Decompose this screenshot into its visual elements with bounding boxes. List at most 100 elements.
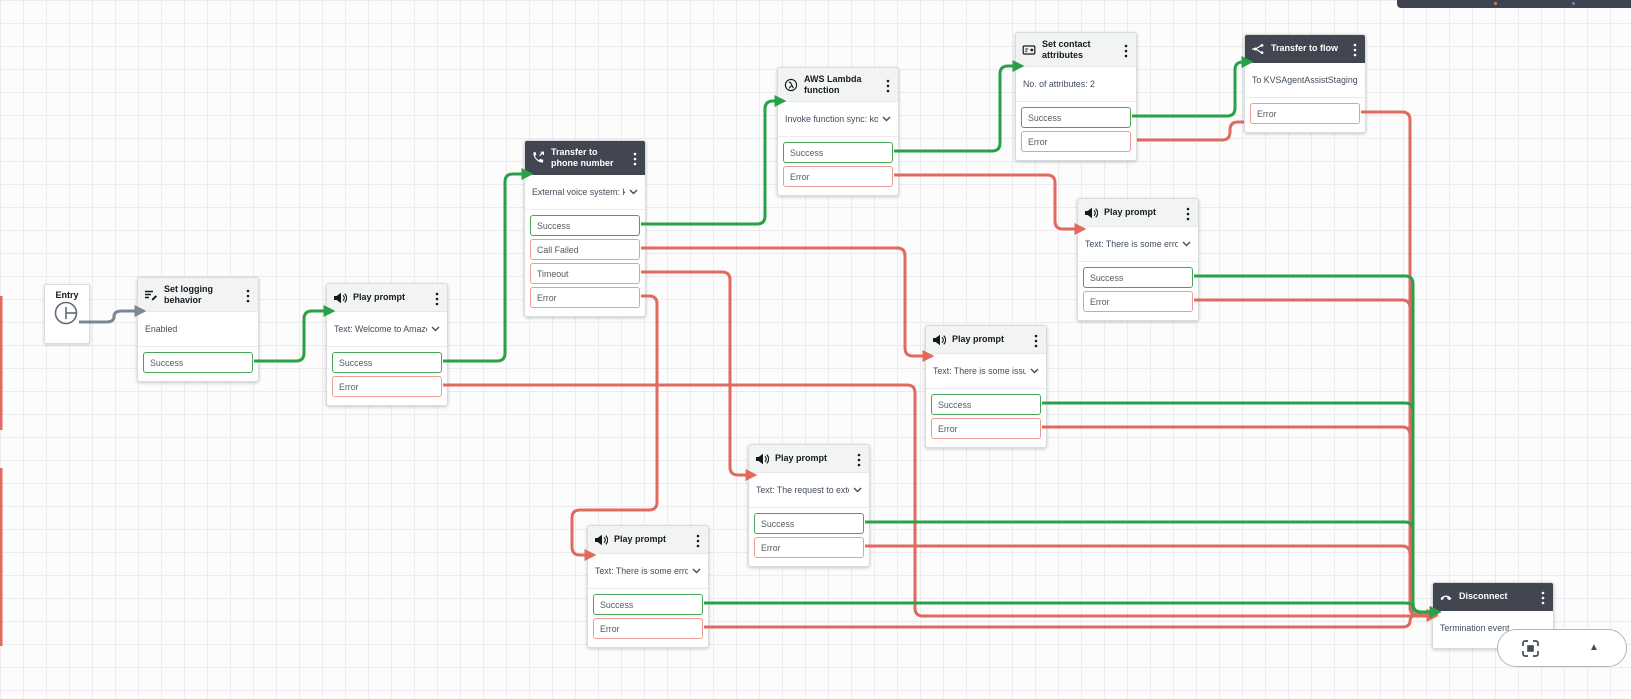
port-error[interactable]: Error bbox=[931, 418, 1041, 439]
entry-label: Entry bbox=[55, 290, 79, 300]
connector-play-prompt-error2-error-to-disconnect bbox=[704, 609, 1439, 629]
port-success[interactable]: Success bbox=[593, 594, 703, 615]
port-label: Success bbox=[537, 220, 571, 231]
node-title: Set contact attributes bbox=[1042, 39, 1091, 60]
connector-lambda-success-to-set-attributes bbox=[894, 60, 1025, 153]
node-summary-text: To KVSAgentAssistStaging bbox=[1245, 63, 1365, 97]
port-success[interactable]: Success bbox=[143, 352, 253, 373]
connector-play-prompt-error2-success-to-disconnect bbox=[704, 601, 1442, 618]
node-title: Play prompt bbox=[353, 292, 406, 303]
node-title: AWS Lambda function bbox=[804, 74, 862, 95]
connector-transfer-phone-error-to-play-prompt-error2 bbox=[570, 294, 659, 561]
connector-set-attributes-error-link bbox=[1132, 120, 1248, 142]
connector-transfer-flow-error-to-disconnect bbox=[1361, 110, 1439, 621]
kebab-menu-icon[interactable] bbox=[855, 452, 863, 466]
node-transfer-to-flow[interactable]: Transfer to flow To KVSAgentAssistStaging… bbox=[1244, 34, 1366, 133]
kebab-menu-icon[interactable] bbox=[631, 151, 639, 165]
port-success[interactable]: Success bbox=[1021, 107, 1131, 128]
prompt-dropdown[interactable]: Text: There is some issue... bbox=[926, 354, 1046, 388]
collapse-controls-button[interactable]: ▲ bbox=[1572, 631, 1616, 665]
row-text: Text: There is some error... bbox=[595, 566, 688, 576]
triangle-up-icon: ▲ bbox=[1589, 642, 1599, 653]
lambda-icon bbox=[784, 78, 798, 92]
port-label: Success bbox=[790, 147, 824, 158]
connector-play-prompt-error1-error-to-disconnect bbox=[1194, 298, 1439, 621]
port-error[interactable]: Error bbox=[593, 618, 703, 639]
connector-transfer-phone-callfailed-to-play-prompt-issue bbox=[641, 246, 935, 362]
kebab-menu-icon[interactable] bbox=[694, 533, 702, 547]
port-label: Error bbox=[600, 623, 620, 634]
port-error[interactable]: Error bbox=[1021, 131, 1131, 152]
kebab-menu-icon[interactable] bbox=[884, 78, 892, 92]
port-error[interactable]: Error bbox=[530, 287, 640, 308]
chevron-down-icon bbox=[692, 566, 701, 576]
port-success[interactable]: Success bbox=[931, 394, 1041, 415]
kebab-menu-icon[interactable] bbox=[433, 291, 441, 305]
fit-to-screen-button[interactable] bbox=[1508, 631, 1552, 665]
port-error[interactable]: Error bbox=[1250, 103, 1360, 124]
entry-node[interactable]: Entry bbox=[44, 284, 90, 344]
node-title: Play prompt bbox=[614, 534, 667, 545]
node-title: Transfer to flow bbox=[1271, 43, 1339, 54]
prompt-dropdown[interactable]: Text: There is some error... bbox=[1078, 227, 1198, 261]
transfer-phone-icon bbox=[531, 151, 545, 165]
port-label: Success bbox=[1090, 272, 1124, 283]
port-success[interactable]: Success bbox=[332, 352, 442, 373]
prompt-dropdown[interactable]: Text: The request to exte... bbox=[749, 473, 869, 507]
chevron-down-icon bbox=[1182, 239, 1191, 249]
connector-play-prompt-issue-success-to-disconnect bbox=[1042, 401, 1442, 618]
kebab-menu-icon[interactable] bbox=[244, 288, 252, 302]
port-timeout[interactable]: Timeout bbox=[530, 263, 640, 284]
kebab-menu-icon[interactable] bbox=[1351, 42, 1359, 56]
node-title: Set logging behavior bbox=[164, 284, 213, 305]
kebab-menu-icon[interactable] bbox=[1032, 333, 1040, 347]
connector-transfer-phone-success-to-lambda bbox=[641, 95, 787, 226]
connector-play-prompt-error1-success-to-disconnect bbox=[1194, 274, 1442, 618]
row-text: Termination event bbox=[1440, 623, 1510, 633]
prompt-dropdown[interactable]: Invoke function sync: kor... bbox=[778, 102, 898, 136]
port-error[interactable]: Error bbox=[783, 166, 893, 187]
port-call-failed[interactable]: Call Failed bbox=[530, 239, 640, 260]
chevron-down-icon bbox=[431, 324, 440, 334]
toolbar-dot bbox=[1494, 2, 1497, 5]
kebab-menu-icon[interactable] bbox=[1122, 43, 1130, 57]
port-label: Success bbox=[1028, 112, 1062, 123]
prompt-dropdown[interactable]: Text: There is some error... bbox=[588, 554, 708, 588]
toolbar-dot bbox=[1572, 2, 1575, 5]
connector-play-prompt-request-error-to-disconnect bbox=[865, 544, 1439, 621]
port-success[interactable]: Success bbox=[754, 513, 864, 534]
row-text: Text: There is some error... bbox=[1085, 239, 1178, 249]
port-success[interactable]: Success bbox=[783, 142, 893, 163]
node-summary-text: Enabled bbox=[138, 312, 258, 346]
port-label: Error bbox=[339, 381, 359, 392]
prompt-dropdown[interactable]: External voice system: ko... bbox=[525, 175, 645, 209]
kebab-menu-icon[interactable] bbox=[1184, 206, 1192, 220]
node-title: Play prompt bbox=[1104, 207, 1157, 218]
connector-set-logging-success-to-play-prompt bbox=[254, 305, 336, 363]
prompt-dropdown[interactable]: Text: Welcome to Amazo... bbox=[327, 312, 447, 346]
port-error[interactable]: Error bbox=[754, 537, 864, 558]
port-error[interactable]: Error bbox=[332, 376, 442, 397]
connector-lambda-error-to-play-prompt-error1 bbox=[894, 173, 1087, 235]
connector-transfer-phone-timeout-to-play-prompt-request bbox=[641, 270, 758, 481]
port-label: Error bbox=[537, 292, 557, 303]
row-text: To KVSAgentAssistStaging bbox=[1252, 75, 1358, 85]
port-success[interactable]: Success bbox=[530, 215, 640, 236]
port-error[interactable]: Error bbox=[1083, 291, 1193, 312]
row-text: External voice system: ko... bbox=[532, 187, 625, 197]
port-success[interactable]: Success bbox=[1083, 267, 1193, 288]
kebab-menu-icon[interactable] bbox=[1539, 590, 1547, 604]
